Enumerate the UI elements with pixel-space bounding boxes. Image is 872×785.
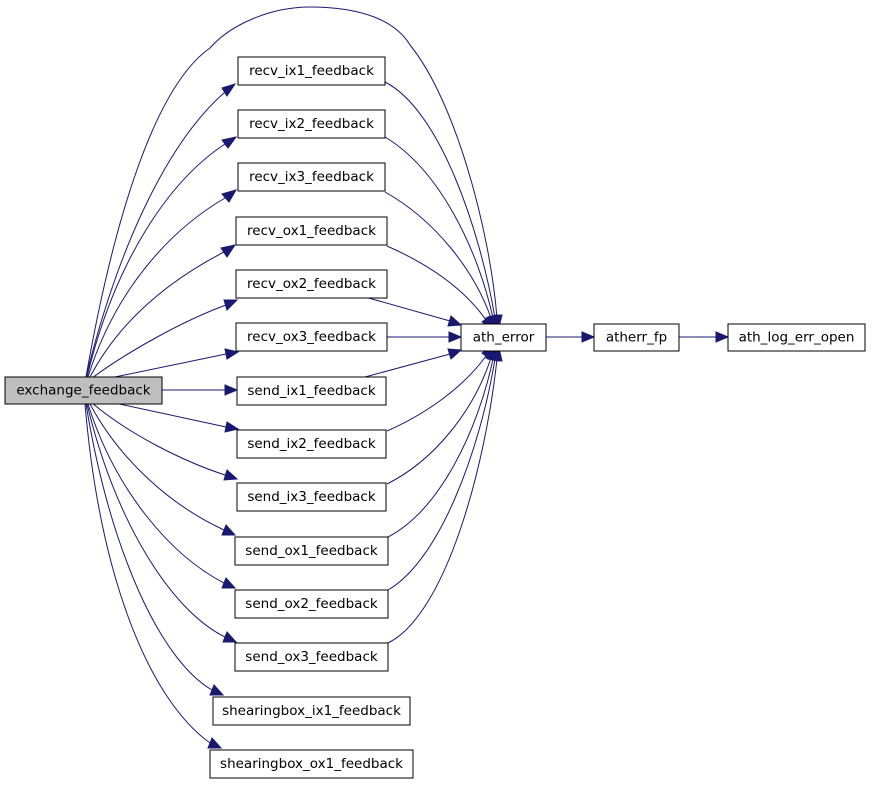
node-shearingbox-ox1-feedback[interactable]: shearingbox_ox1_feedback — [209, 749, 414, 779]
node-recv-ix3-feedback[interactable]: recv_ix3_feedback — [237, 162, 386, 192]
node-label: recv_ix1_feedback — [249, 63, 374, 79]
node-label: shearingbox_ix1_feedback — [222, 703, 401, 719]
node-exchange-feedback[interactable]: exchange_feedback — [4, 376, 163, 405]
node-label: ath_log_err_open — [739, 330, 855, 346]
node-send-ox3-feedback[interactable]: send_ox3_feedback — [234, 642, 389, 672]
edge-exchange-to-send-ox3 — [86, 403, 238, 643]
node-recv-ox3-feedback[interactable]: recv_ox3_feedback — [235, 322, 388, 352]
node-send-ox2-feedback[interactable]: send_ox2_feedback — [234, 589, 389, 619]
edge-send-ix1-to-ath-error — [364, 348, 463, 378]
node-label: send_ox2_feedback — [245, 596, 378, 612]
node-label: send_ix3_feedback — [247, 489, 375, 505]
edge-exchange-to-send-ix3 — [91, 402, 239, 481]
edge-recv-ix1-to-ath-error — [384, 81, 501, 330]
node-send-ix3-feedback[interactable]: send_ix3_feedback — [236, 482, 387, 512]
node-label: recv_ox2_feedback — [247, 276, 376, 292]
edge-recv-ox3-to-ath-error — [387, 331, 463, 343]
node-label: send_ox1_feedback — [245, 543, 378, 559]
node-label: recv_ix2_feedback — [249, 116, 374, 132]
node-send-ox1-feedback[interactable]: send_ox1_feedback — [234, 536, 389, 566]
node-recv-ix1-feedback[interactable]: recv_ix1_feedback — [237, 56, 386, 86]
node-shearingbox-ix1-feedback[interactable]: shearingbox_ix1_feedback — [212, 696, 411, 726]
node-ath-log-err-open[interactable]: ath_log_err_open — [727, 323, 866, 352]
node-label: ath_error — [473, 330, 535, 346]
node-send-ix2-feedback[interactable]: send_ix2_feedback — [236, 429, 387, 459]
node-atherr-fp[interactable]: atherr_fp — [593, 323, 680, 352]
edge-exchange-to-recv-ix2 — [86, 136, 238, 378]
node-recv-ix2-feedback[interactable]: recv_ix2_feedback — [237, 109, 386, 139]
node-label: recv_ox1_feedback — [247, 223, 376, 239]
edge-exchange-to-send-ox1 — [89, 403, 237, 536]
node-label: send_ix1_feedback — [247, 383, 375, 399]
edge-recv-ix2-to-ath-error — [384, 136, 499, 330]
node-label: exchange_feedback — [16, 383, 150, 399]
edge-send-ox2-to-ath-error — [387, 346, 501, 591]
node-label: recv_ox3_feedback — [247, 329, 376, 345]
edge-ath-error-to-atherr-fp — [546, 331, 596, 343]
edge-send-ox1-to-ath-error — [387, 346, 499, 538]
node-recv-ox2-feedback[interactable]: recv_ox2_feedback — [235, 269, 388, 299]
edge-exchange-to-recv-ox2 — [91, 299, 239, 379]
node-label: send_ix2_feedback — [247, 436, 375, 452]
edge-recv-ox1-to-ath-error — [386, 245, 493, 329]
node-label: recv_ix3_feedback — [249, 169, 374, 185]
edge-recv-ox2-to-ath-error — [364, 296, 463, 327]
node-label: send_ox3_feedback — [245, 649, 378, 665]
node-label: atherr_fp — [606, 330, 667, 346]
node-recv-ox1-feedback[interactable]: recv_ox1_feedback — [235, 216, 388, 246]
edge-exchange-to-recv-ix1 — [85, 83, 237, 378]
node-send-ix1-feedback[interactable]: send_ix1_feedback — [236, 376, 387, 406]
edge-exchange-to-recv-ox1 — [89, 244, 237, 378]
edge-exchange-to-shearingbox-ox1 — [84, 403, 223, 749]
edge-atherr-fp-to-ath-log-err-open — [679, 331, 730, 343]
edge-exchange-to-recv-ix3 — [87, 189, 238, 378]
node-label: shearingbox_ox1_feedback — [220, 756, 403, 772]
edge-exchange-to-send-ix2 — [109, 401, 240, 433]
node-ath-error[interactable]: ath_error — [460, 323, 547, 352]
edge-send-ix2-to-ath-error — [386, 346, 493, 432]
edge-exchange-to-send-ox2 — [87, 403, 237, 589]
edge-exchange-to-recv-ox3 — [109, 348, 240, 379]
edge-exchange-to-send-ix1 — [162, 384, 239, 396]
edge-exchange-to-shearingbox-ix1 — [85, 403, 225, 696]
